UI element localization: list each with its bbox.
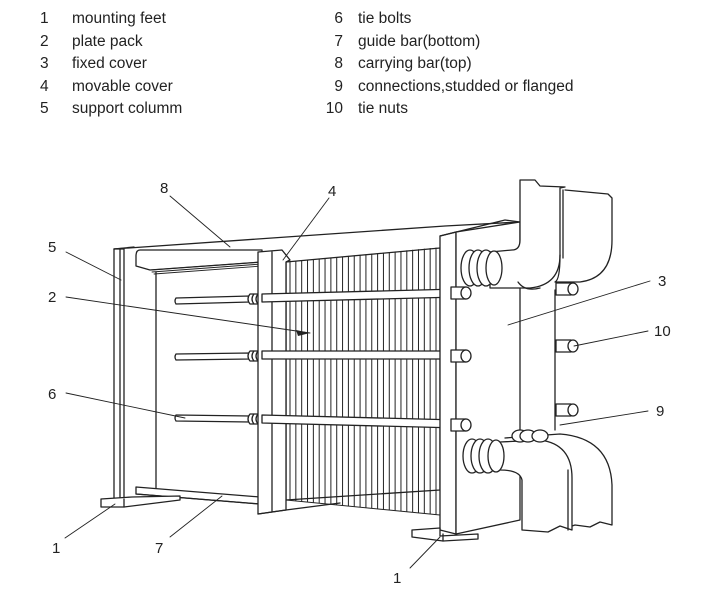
leader-3 [507,280,651,326]
carrying-bar [113,221,521,275]
callout-7: 7 [155,540,163,557]
callout-5: 5 [48,239,56,256]
leader-5 [65,251,122,281]
callout-3: 3 [658,273,666,290]
legend-label: movable cover [72,77,173,95]
legend-item-movable-cover: 4 movable cover [40,76,182,99]
callout-4: 4 [328,183,336,200]
legend-number: 9 [334,77,343,95]
legend-label: guide bar(bottom) [358,32,481,50]
callout-labels: 8 4 5 2 3 10 6 9 1 7 1 [48,180,671,587]
leader-10 [573,330,649,347]
connections-upper [460,179,613,290]
leader-2 [65,296,311,334]
leader-4 [282,197,330,261]
mounting-foot-right [411,527,479,542]
callout-1-right: 1 [393,570,401,587]
legend-label: tie bolts [358,10,412,27]
legend-number: 10 [325,100,343,117]
legend-label: tie nuts [358,100,408,117]
tie-nuts [450,282,579,432]
tie-bolts [174,293,263,425]
leader-lines [64,195,651,569]
leader-9 [559,410,649,426]
connections-lower [462,429,613,533]
legend-number: 1 [40,10,49,27]
leader-7 [169,495,223,538]
legend-item-plate-pack: 2 plate pack [40,31,182,54]
legend-number: 7 [334,32,343,50]
legend-label: support columm [72,100,183,117]
legend-item-connections: 9 connections,studded or flanged [323,76,573,99]
callout-2: 2 [48,289,56,306]
legend-label: plate pack [72,32,143,50]
plate-pack [285,247,441,516]
legend-item-fixed-cover: 3 fixed cover [40,53,182,76]
legend-item-carrying-bar: 8 carrying bar(top) [323,53,573,76]
legend-number: 8 [334,55,343,72]
leader-1-left [64,503,116,539]
legend-right: 6 tie bolts 7 guide bar(bottom) 8 carrying … [323,8,574,121]
legend-number: 6 [334,10,343,27]
leader-1-right [409,536,441,569]
legend-label: mounting feet [72,10,166,27]
legend-label: connections,studded or flanged [358,77,574,95]
callout-10: 10 [654,323,671,340]
legend-number: 5 [40,100,49,117]
callout-1-left: 1 [52,540,60,557]
legend-item-mounting-feet: 1 mounting feet [40,8,182,31]
legend-item-tie-bolts: 6 tie bolts [323,8,573,31]
legend-number: 4 [40,77,49,95]
legend-label: fixed cover [72,55,147,72]
callout-8: 8 [160,180,168,197]
legend-item-guide-bar: 7 guide bar(bottom) [323,31,573,54]
support-column [113,246,157,503]
plate-pack-arrow-icon [296,330,310,336]
callout-9: 9 [656,403,664,420]
mounting-foot-left [100,495,181,508]
legend-item-support-column: 5 support columm [40,98,182,121]
legend-label: carrying bar(top) [358,55,472,72]
leader-8 [169,195,231,248]
leader-6 [65,392,186,419]
legend-item-tie-nuts: 10 tie nuts [323,98,573,121]
legend-number: 2 [40,32,49,50]
legend-number: 3 [40,55,49,72]
callout-6: 6 [48,386,56,403]
